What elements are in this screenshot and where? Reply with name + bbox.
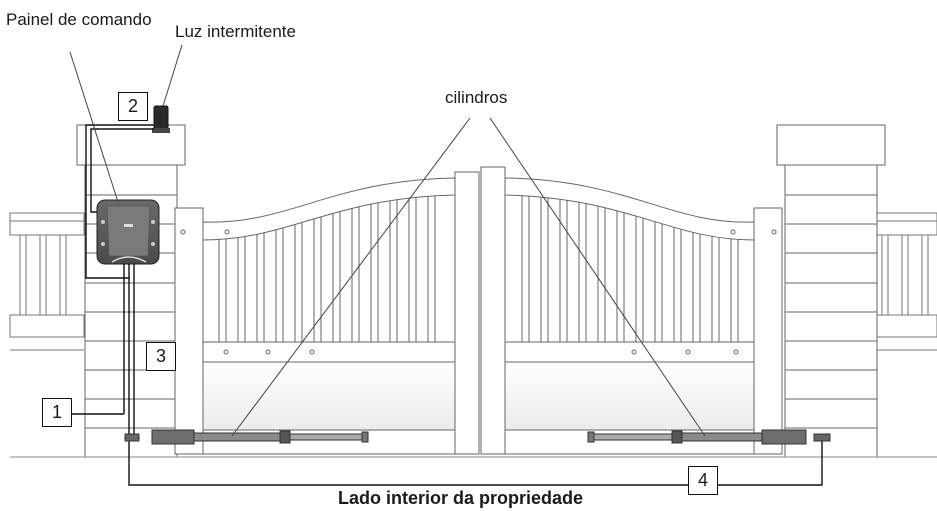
callout-4: 4 xyxy=(688,466,718,495)
cables xyxy=(72,124,823,486)
leader-lines xyxy=(69,44,706,437)
right-pillar xyxy=(776,124,886,458)
cylinders-label: cilindros xyxy=(445,88,508,107)
left-gate-leaf xyxy=(174,171,480,455)
caption-inner-side: Lado interior da propriedade xyxy=(338,488,584,508)
right-gate-leaf xyxy=(480,166,783,455)
callout-1: 1 xyxy=(42,398,72,427)
left-pillar xyxy=(76,124,186,458)
control-panel-label: Painel de comando xyxy=(6,10,152,29)
cylinder-left xyxy=(124,429,369,445)
control-panel-icon xyxy=(96,199,160,265)
callout-2: 2 xyxy=(118,92,148,121)
cylinder-right xyxy=(587,429,831,445)
fence-right xyxy=(868,212,937,351)
flashing-light-icon xyxy=(152,105,170,133)
flashing-light-label: Luz intermitente xyxy=(175,22,296,41)
fence-left xyxy=(9,212,85,351)
callout-3: 3 xyxy=(146,342,176,371)
